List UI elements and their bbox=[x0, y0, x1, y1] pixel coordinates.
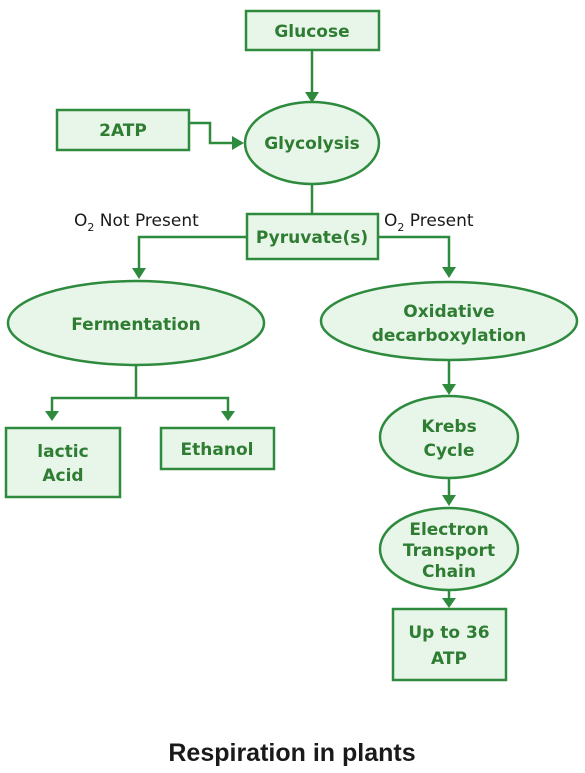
krebs-label-line2: Cycle bbox=[424, 441, 475, 461]
krebs-cycle-node: Krebs Cycle bbox=[378, 394, 520, 480]
fermentation-label: Fermentation bbox=[71, 315, 201, 335]
arrow-pyruvate-fermentation bbox=[137, 235, 247, 270]
ethanol-node: Ethanol bbox=[159, 426, 276, 471]
arrowhead bbox=[442, 267, 456, 278]
etc-label-line1: Electron bbox=[409, 520, 488, 540]
fermentation-node: Fermentation bbox=[6, 279, 266, 367]
arrowhead bbox=[132, 268, 146, 279]
glucose-label: Glucose bbox=[274, 22, 349, 42]
pyruvate-node: Pyruvate(s) bbox=[245, 212, 380, 261]
atp-output-label-line1: Up to 36 bbox=[408, 623, 489, 643]
diagram-caption: Respiration in plants bbox=[168, 739, 415, 767]
atp-input-node: 2ATP bbox=[55, 108, 191, 152]
atp-input-label: 2ATP bbox=[99, 121, 147, 141]
fermentation-branch bbox=[50, 396, 230, 412]
arrow-pyruvate-oxidative bbox=[378, 235, 451, 269]
glycolysis-label: Glycolysis bbox=[264, 134, 360, 154]
etc-label-line2: Transport bbox=[403, 541, 495, 561]
ethanol-label: Ethanol bbox=[181, 440, 254, 460]
glycolysis-node: Glycolysis bbox=[243, 100, 381, 186]
connectors bbox=[45, 50, 456, 608]
oxidative-label-line2: decarboxylation bbox=[372, 326, 527, 346]
arrowhead bbox=[45, 411, 59, 421]
atp-output-node: Up to 36 ATP bbox=[391, 607, 508, 682]
condition-present: O2 Present bbox=[384, 211, 474, 234]
arrowhead bbox=[221, 411, 235, 421]
pyruvate-label: Pyruvate(s) bbox=[256, 228, 368, 248]
etc-label-line3: Chain bbox=[422, 562, 476, 582]
krebs-label-line1: Krebs bbox=[421, 417, 476, 437]
electron-transport-chain-node: Electron Transport Chain bbox=[378, 506, 520, 592]
lactic-label-line2: Acid bbox=[42, 466, 83, 486]
glucose-node: Glucose bbox=[244, 9, 381, 52]
condition-not-present: O2 Not Present bbox=[74, 211, 199, 234]
oxidative-decarboxylation-node: Oxidative decarboxylation bbox=[319, 280, 579, 362]
arrowhead bbox=[442, 598, 456, 608]
oxidative-label-line1: Oxidative bbox=[403, 302, 494, 322]
arrowhead bbox=[442, 495, 456, 506]
arrowhead bbox=[305, 92, 319, 103]
arrow-atp-glycolysis bbox=[189, 121, 234, 145]
lactic-label-line1: lactic bbox=[37, 442, 88, 462]
arrowhead bbox=[232, 136, 244, 150]
lactic-acid-node: lactic Acid bbox=[4, 426, 122, 499]
arrowhead bbox=[442, 384, 456, 395]
atp-output-label-line2: ATP bbox=[431, 649, 467, 669]
